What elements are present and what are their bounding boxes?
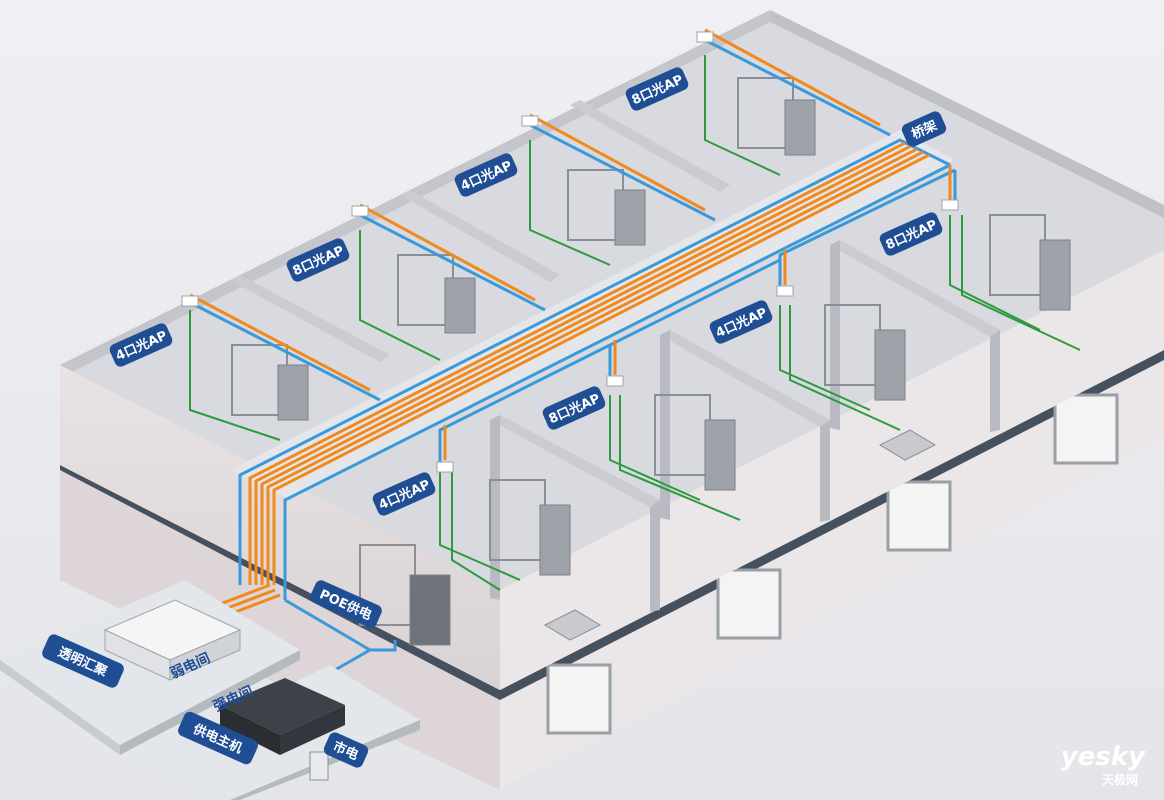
window [546, 663, 612, 735]
ap-device [521, 115, 539, 127]
watermark-sub: 天极网 [1102, 772, 1138, 787]
ap-device [436, 461, 454, 473]
ap-devices [181, 31, 959, 473]
aggregation-switch [103, 599, 242, 681]
label-bridge: 桥架 [901, 111, 947, 147]
window [886, 480, 952, 552]
ap-device [776, 285, 794, 297]
watermark-brand: yesky [1061, 742, 1146, 772]
ap-device [351, 205, 369, 217]
ap-device [181, 295, 199, 307]
room-wall-faces [490, 240, 1000, 612]
ap-device [696, 31, 714, 43]
tables [543, 429, 937, 641]
mains-outlet-device [309, 751, 329, 781]
ap-device [606, 375, 624, 387]
green-cables [189, 55, 1081, 591]
lower-floor-windows [546, 393, 1119, 735]
power-host-device [220, 678, 345, 755]
window [1053, 393, 1119, 465]
watermark: yesky 天极网 [1061, 742, 1146, 787]
room-walls [230, 100, 1000, 507]
cabinets [277, 99, 1071, 646]
window [716, 568, 782, 640]
ap-device [941, 199, 959, 211]
